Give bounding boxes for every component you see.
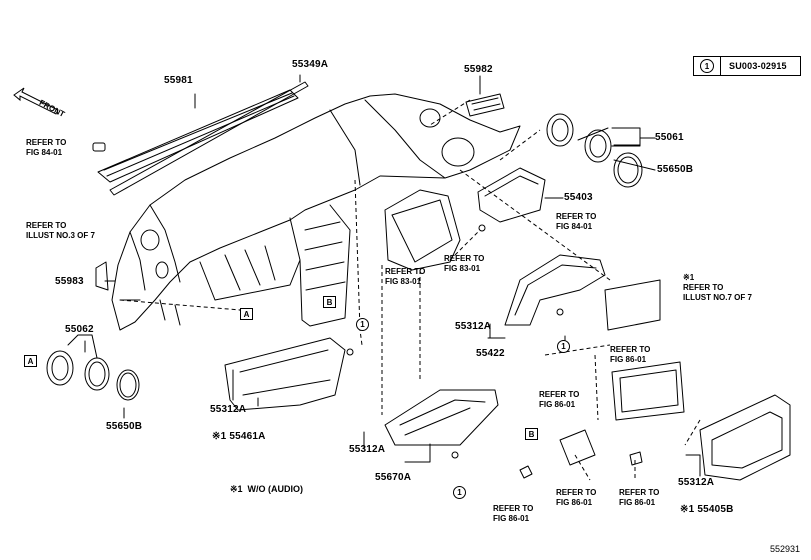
strip-55349A <box>109 81 309 196</box>
footnote: ※1 W/O (AUDIO) <box>230 484 304 494</box>
code-separator <box>720 57 721 75</box>
part-label-55650B-left[interactable]: 55650B <box>106 421 143 432</box>
ref-fig-84-01-left[interactable]: REFER TO FIG 84-01 <box>26 138 67 157</box>
part-label-55670A[interactable]: 55670A <box>375 472 412 483</box>
marker-box-b-2: B <box>525 428 538 440</box>
ref-fig-84-01-right[interactable]: REFER TO FIG 84-01 <box>556 212 597 231</box>
part-label-55062[interactable]: 55062 <box>65 324 94 335</box>
strip-55981 <box>97 89 299 183</box>
marker-circle-1-b: 1 <box>557 340 570 353</box>
front-arrow <box>13 87 59 115</box>
part-55403 <box>477 167 546 223</box>
part-label-55461A[interactable]: ※1 55461A <box>212 431 266 442</box>
part-label-55403[interactable]: 55403 <box>564 192 593 203</box>
figure-id: 552931 <box>770 544 801 554</box>
part-label-55349A[interactable]: 55349A <box>292 59 329 70</box>
code-marker: 1 <box>700 59 714 73</box>
ref-fig-83-01-b[interactable]: REFER TO FIG 83-01 <box>385 267 426 286</box>
part-label-55312A-3[interactable]: 55312A <box>455 321 492 332</box>
ref-fig-86-01-d[interactable]: REFER TO FIG 86-01 <box>556 488 597 507</box>
ref-fig-86-01-e[interactable]: REFER TO FIG 86-01 <box>619 488 660 507</box>
part-label-55312A-1[interactable]: 55312A <box>210 404 247 415</box>
ref-illust-7-of-7[interactable]: ※1 REFER TO ILLUST NO.7 OF 7 <box>683 273 752 302</box>
part-label-55981[interactable]: 55981 <box>164 75 193 86</box>
marker-circle-1-a: 1 <box>356 318 369 331</box>
ref-fig-83-01-a[interactable]: REFER TO FIG 83-01 <box>444 254 485 273</box>
marker-box-b-1: B <box>323 296 336 308</box>
part-label-55405B[interactable]: ※1 55405B <box>680 504 734 515</box>
marker-box-a-2: A <box>24 355 37 367</box>
part-label-55061[interactable]: 55061 <box>655 132 684 143</box>
ref-fig-86-01-c[interactable]: REFER TO FIG 86-01 <box>493 504 534 523</box>
part-label-55983[interactable]: 55983 <box>55 276 84 287</box>
part-label-55312A-2[interactable]: 55312A <box>349 444 386 455</box>
part-55670A <box>384 389 499 446</box>
ref-fig-86-01-b[interactable]: REFER TO FIG 86-01 <box>539 390 580 409</box>
part-label-55650B-right[interactable]: 55650B <box>657 164 694 175</box>
part-55461A <box>224 337 346 411</box>
meter-hood <box>384 189 461 271</box>
ref-fig-86-01-a[interactable]: REFER TO FIG 86-01 <box>610 345 651 364</box>
part-55405B <box>699 394 791 481</box>
diagram-code: SU003-02915 <box>729 61 787 71</box>
audio-unit <box>604 279 661 331</box>
marker-circle-1-c: 1 <box>453 486 466 499</box>
part-55982 <box>465 93 505 117</box>
marker-box-a-1: A <box>240 308 253 320</box>
diagram-code-box: 1 SU003-02915 <box>693 56 801 76</box>
ref-illust-3-of-7[interactable]: REFER TO ILLUST NO.3 OF 7 <box>26 221 95 240</box>
part-label-55422[interactable]: 55422 <box>476 348 505 359</box>
part-label-55312A-4[interactable]: 55312A <box>678 477 715 488</box>
part-55422 <box>504 254 606 326</box>
dashboard-outline <box>111 93 521 331</box>
part-label-55982[interactable]: 55982 <box>464 64 493 75</box>
